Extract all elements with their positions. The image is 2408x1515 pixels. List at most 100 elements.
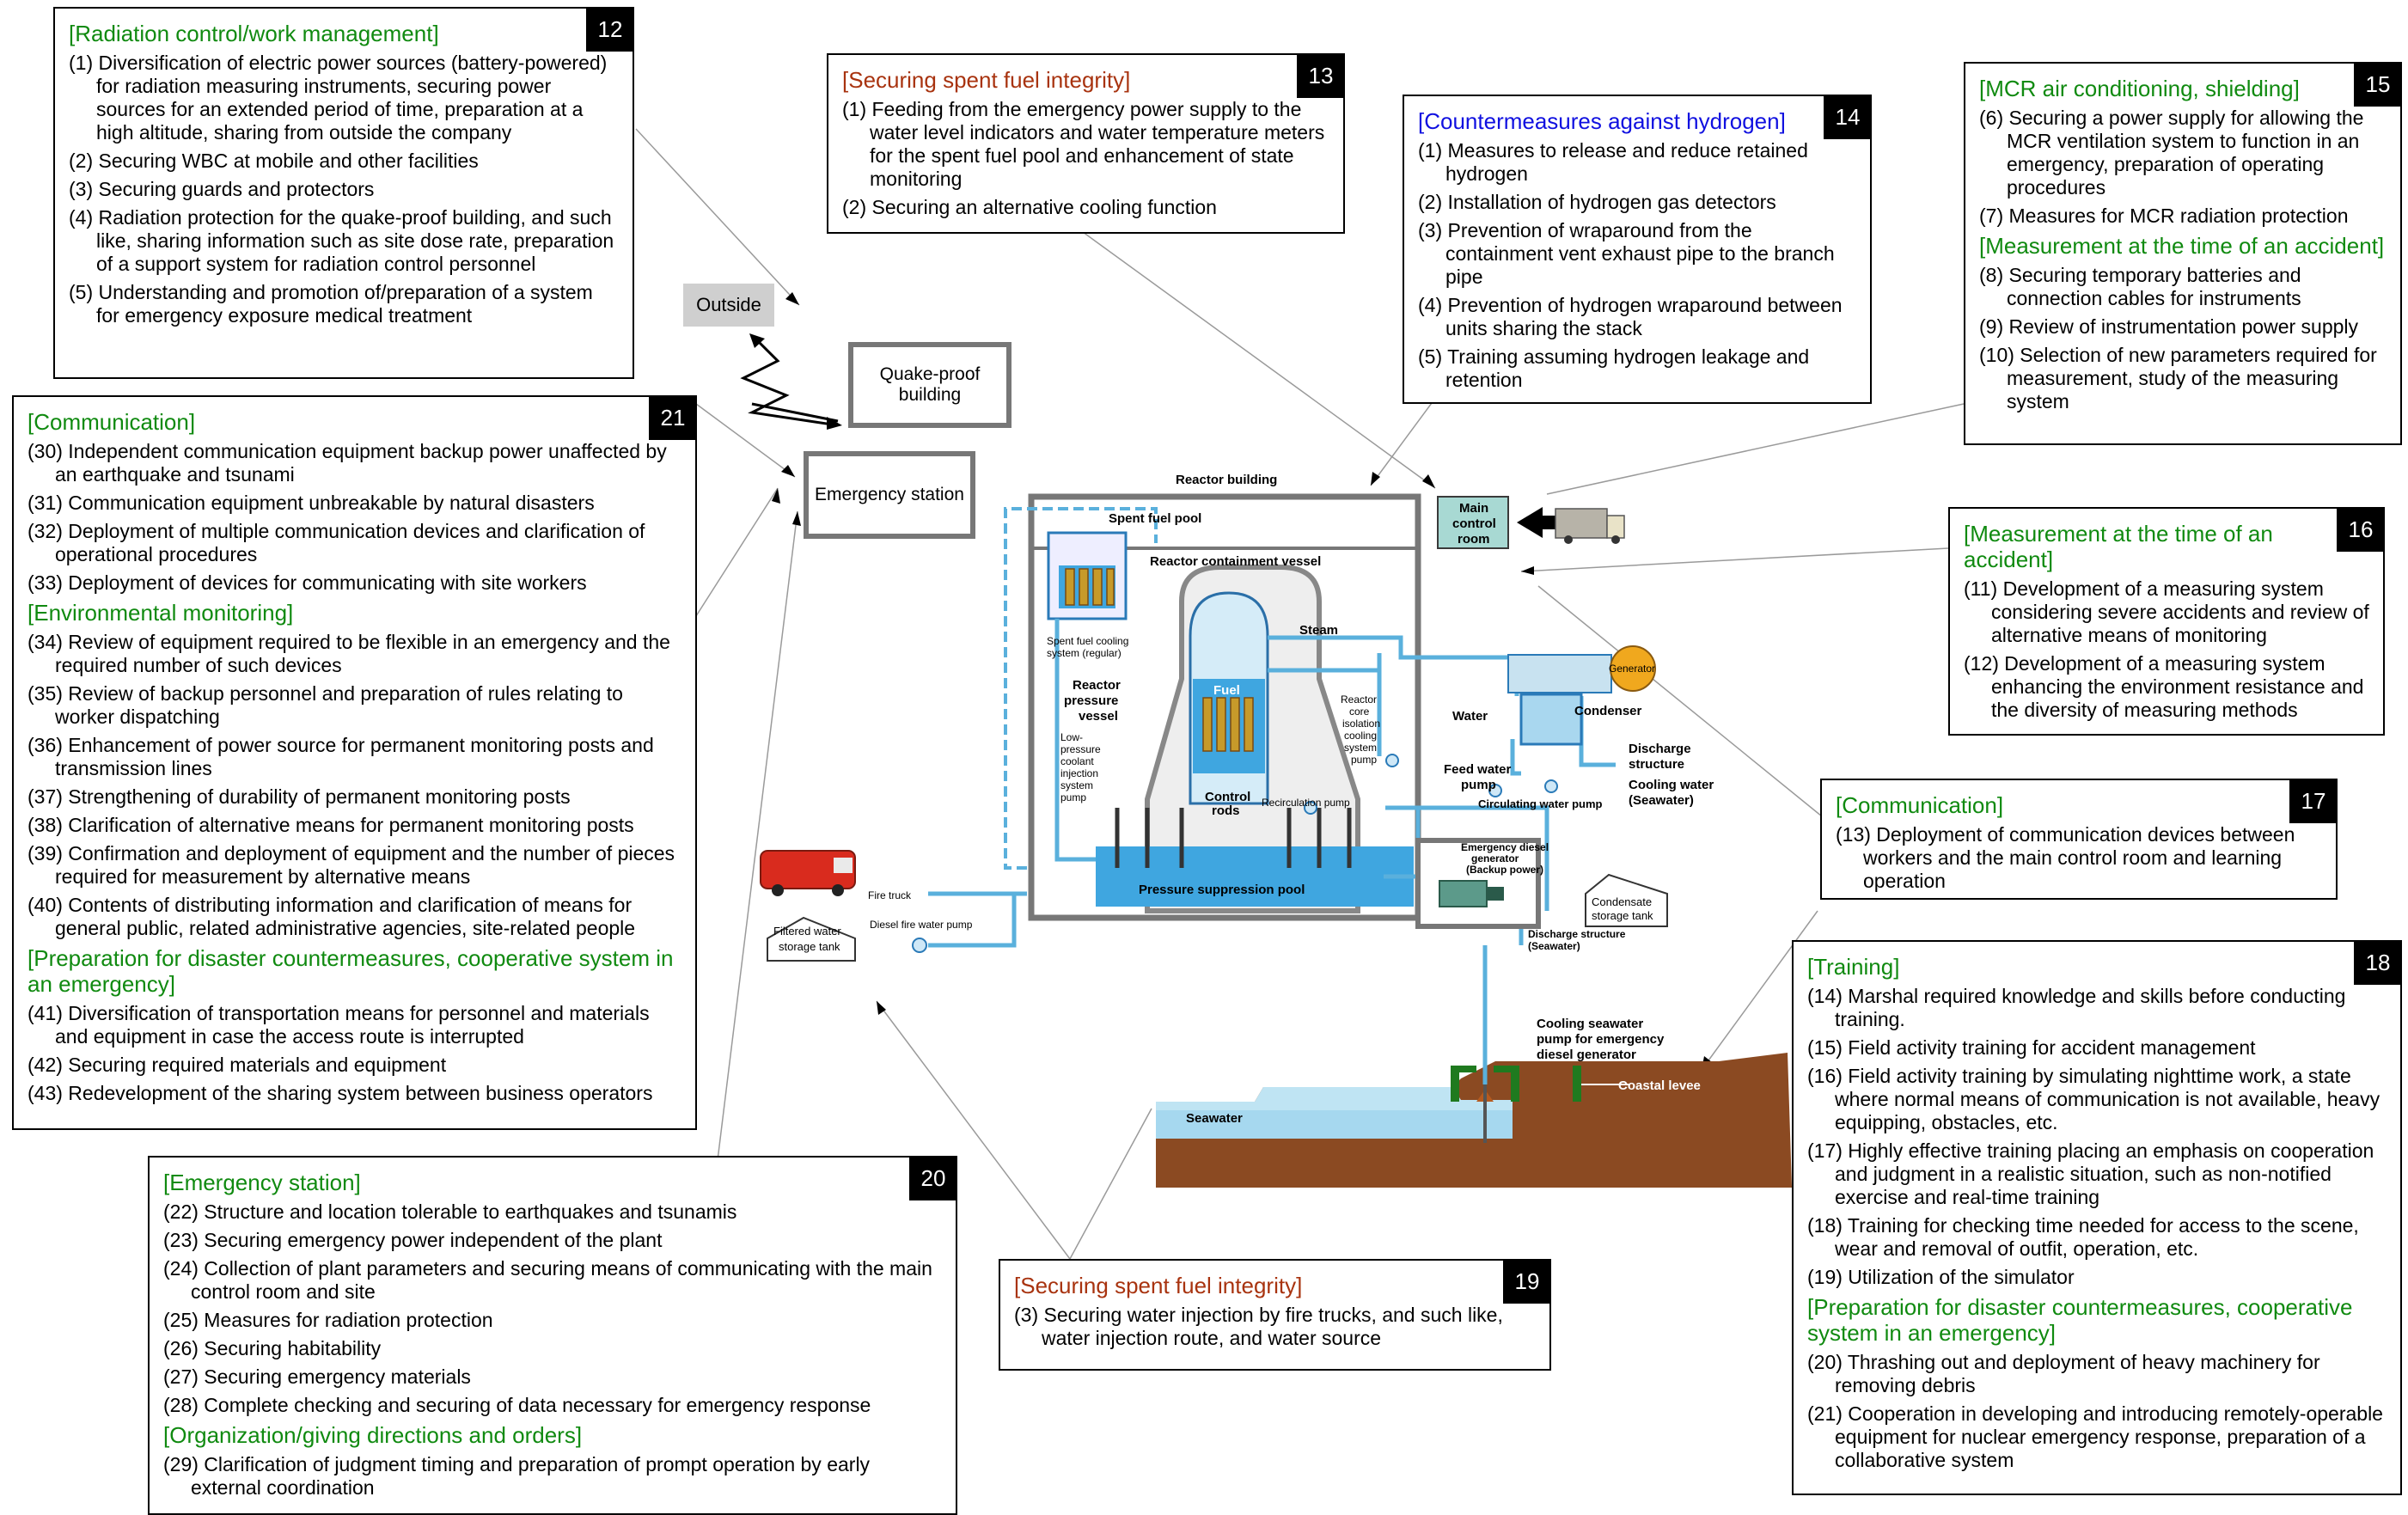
list-item: (3) Securing water injection by fire tru… bbox=[1014, 1304, 1503, 1349]
coastal-levee-label: Coastal levee bbox=[1618, 1078, 1701, 1093]
rpv-label-1: Reactor bbox=[1073, 678, 1121, 693]
emergency-diesel-room bbox=[1415, 838, 1541, 929]
list-item: (9) Review of instrumentation power supp… bbox=[1979, 315, 2359, 338]
list-item: (12) Development of a measuring system e… bbox=[1964, 652, 2364, 721]
list-item: (2) Securing an alternative cooling func… bbox=[842, 196, 1217, 218]
list-item: (41) Diversification of transportation m… bbox=[28, 1002, 650, 1048]
box-20: 20 [Emergency station] (22) Structure an… bbox=[148, 1156, 957, 1515]
section-title: [Measurement at the time of an accident] bbox=[1979, 233, 2385, 259]
list-item: (27) Securing emergency materials bbox=[163, 1365, 471, 1388]
section-title: [Communication] bbox=[1836, 792, 2004, 818]
list-item: (15) Field activity training for acciden… bbox=[1807, 1036, 2256, 1059]
section-title: [Preparation for disaster countermeasure… bbox=[28, 945, 674, 997]
list-item: (39) Confirmation and deployment of equi… bbox=[28, 842, 675, 888]
list-item: (6) Securing a power supply for allowing… bbox=[1979, 107, 2364, 199]
mcr-label-1: Main bbox=[1459, 501, 1488, 516]
list-item: (35) Review of backup personnel and prep… bbox=[28, 682, 623, 728]
list-item: (31) Communication equipment unbreakable… bbox=[28, 492, 595, 514]
box-number: 15 bbox=[2354, 62, 2402, 107]
section-title: [Organization/giving directions and orde… bbox=[163, 1422, 583, 1448]
box-16: 16 [Measurement at the time of an accide… bbox=[1948, 507, 2385, 736]
box-number: 13 bbox=[1297, 53, 1345, 98]
water-label: Water bbox=[1452, 709, 1488, 724]
rcic-label-1: Reactor bbox=[1341, 693, 1377, 706]
levee-left bbox=[1451, 1066, 1459, 1102]
list-item: (25) Measures for radiation protection bbox=[163, 1309, 493, 1331]
box-number: 21 bbox=[649, 395, 697, 440]
box-18: 18 [Training] (14) Marshal required know… bbox=[1792, 940, 2402, 1495]
cooling-water-label-1: Cooling water bbox=[1629, 778, 1714, 792]
discharge-label-1: Discharge bbox=[1629, 742, 1691, 756]
box-number: 12 bbox=[586, 7, 634, 52]
list-item: (2) Securing WBC at mobile and other fac… bbox=[69, 150, 479, 172]
list-item: (3) Securing guards and protectors bbox=[69, 178, 375, 200]
list-item: (17) Highly effective training placing a… bbox=[1807, 1139, 2374, 1208]
list-item: (4) Prevention of hydrogen wraparound be… bbox=[1418, 294, 1843, 339]
seawater-label: Seawater bbox=[1186, 1111, 1243, 1126]
section-title: [MCR air conditioning, shielding] bbox=[1979, 76, 2300, 101]
rpv-label-2: pressure bbox=[1064, 693, 1118, 708]
spent-fuel-pool-label: Spent fuel pool bbox=[1109, 511, 1201, 526]
box-17: 17 [Communication] (13) Deployment of co… bbox=[1820, 779, 2338, 900]
generator-label: Generator bbox=[1609, 663, 1655, 675]
box-number: 20 bbox=[909, 1156, 957, 1200]
list-item: (3) Prevention of wraparound from the co… bbox=[1418, 219, 1835, 288]
list-item: (21) Cooperation in developing and intro… bbox=[1807, 1402, 2383, 1471]
sfcs-label-1: Spent fuel cooling bbox=[1047, 635, 1128, 647]
list-item: (5) Training assuming hydrogen leakage a… bbox=[1418, 345, 1810, 391]
list-item: (4) Radiation protection for the quake-p… bbox=[69, 206, 614, 275]
condensate-label-2: storage tank bbox=[1592, 909, 1653, 922]
section-title: [Communication] bbox=[28, 409, 196, 435]
circulating-pump-label: Circulating water pump bbox=[1478, 797, 1603, 810]
seawater-pump-label-2: pump for emergency bbox=[1537, 1032, 1665, 1047]
levee-right bbox=[1573, 1066, 1581, 1102]
list-item: (26) Securing habitability bbox=[163, 1337, 382, 1359]
list-item: (10) Selection of new parameters require… bbox=[1979, 344, 2377, 412]
section-title: [Emergency station] bbox=[163, 1170, 361, 1195]
list-item: (42) Securing required materials and equ… bbox=[28, 1054, 447, 1076]
feed-water-label-1: Feed water bbox=[1444, 762, 1512, 777]
lpci-label-5: system bbox=[1060, 779, 1093, 791]
list-item: (28) Complete checking and securing of d… bbox=[163, 1394, 871, 1416]
list-item: (37) Strengthening of durability of perm… bbox=[28, 785, 571, 808]
discharge2-label-1: Discharge structure bbox=[1528, 928, 1626, 940]
suppression-pool bbox=[1096, 846, 1414, 907]
lpci-label-2: pressure bbox=[1060, 743, 1101, 755]
fire-truck-label: Fire truck bbox=[868, 889, 912, 901]
list-item: (22) Structure and location tolerable to… bbox=[163, 1200, 737, 1223]
rcic-label-2: core bbox=[1349, 706, 1370, 718]
fuel-label: Fuel bbox=[1213, 683, 1240, 698]
list-item: (30) Independent communication equipment… bbox=[28, 440, 667, 486]
list-item: (13) Deployment of communication devices… bbox=[1836, 823, 2295, 892]
filtered-water-tank bbox=[767, 916, 856, 962]
condensate-tank bbox=[1585, 873, 1668, 927]
list-item: (40) Contents of distributing informatio… bbox=[28, 894, 636, 939]
steam-label: Steam bbox=[1299, 623, 1338, 638]
box-15: 15 [MCR air conditioning, shielding] (6)… bbox=[1964, 62, 2402, 445]
quake-proof-building: Quake-proof building bbox=[848, 342, 1011, 428]
section-title: [Radiation control/work management] bbox=[69, 21, 439, 46]
rcic-label-5: system bbox=[1344, 742, 1377, 754]
rcic-label-4: cooling bbox=[1344, 730, 1377, 742]
generator bbox=[1610, 645, 1656, 692]
seawater-pump-label-3: diesel generator bbox=[1537, 1048, 1636, 1062]
discharge-label-2: structure bbox=[1629, 757, 1684, 772]
list-item: (8) Securing temporary batteries and con… bbox=[1979, 264, 2301, 309]
box-12: 12 [Radiation control/work management] (… bbox=[53, 7, 634, 379]
condenser-label: Condenser bbox=[1574, 704, 1642, 718]
discharge2-label-2: (Seawater) bbox=[1528, 940, 1580, 952]
levee-mid bbox=[1511, 1066, 1519, 1102]
box-number: 14 bbox=[1824, 95, 1872, 139]
list-item: (1) Diversification of electric power so… bbox=[69, 52, 608, 144]
control-rods-label-2: rods bbox=[1212, 803, 1240, 818]
list-item: (32) Deployment of multiple communicatio… bbox=[28, 520, 645, 565]
condenser bbox=[1519, 693, 1583, 746]
box-number: 19 bbox=[1503, 1259, 1551, 1304]
recirculation-pump-label: Recirculation pump bbox=[1262, 797, 1350, 809]
outside-label: Outside bbox=[683, 284, 774, 327]
section-title: [Preparation for disaster countermeasure… bbox=[1807, 1294, 2353, 1346]
section-title: [Environmental monitoring] bbox=[28, 600, 294, 626]
feed-water-label-2: pump bbox=[1461, 778, 1496, 792]
